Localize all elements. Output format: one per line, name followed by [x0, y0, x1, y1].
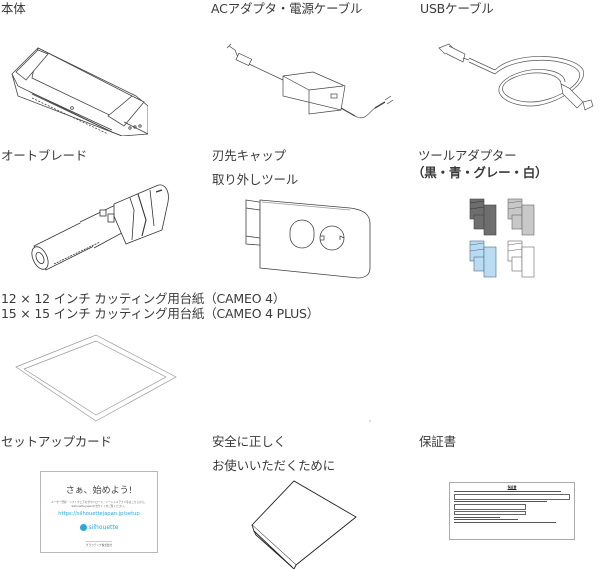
auto-blade-illustration [30, 180, 170, 272]
usb-cable-illustration [435, 40, 595, 120]
silhouette-logo: silhouette [41, 524, 157, 531]
setup-card-title: さぁ、始めよう! [65, 486, 133, 496]
item-label-setup-card: セットアップカード [1, 434, 112, 449]
warranty-title: 保証書 [507, 485, 517, 489]
item-label-ac-adapter: ACアダプタ・電源ケーブル [211, 1, 363, 16]
item-label-tool-adapter-line2: （黒・青・グレー・白） [412, 165, 548, 180]
warranty-text-line [454, 490, 561, 492]
setup-card-description: ユーザー登録・ソフトウェアのダウンロード、ソーシャルアプリ等はこちらから。Sil… [51, 501, 147, 508]
item-label-warranty: 保証書 [419, 434, 456, 449]
warranty-document-illustration: 保証書 [449, 482, 575, 540]
tool-adapters-illustration [468, 197, 548, 279]
setup-card-company: グラフテック株式会社 [86, 541, 112, 547]
item-label-usb-cable: USBケーブル [420, 1, 494, 16]
adapter-blue [469, 240, 497, 278]
warranty-text-line [454, 519, 518, 520]
item-label-main-unit: 本体 [1, 1, 26, 16]
adapter-white [507, 240, 535, 278]
warranty-field-box [454, 503, 526, 510]
warranty-field-box [454, 511, 526, 515]
silhouette-logo-icon [79, 524, 87, 531]
cutting-mat-illustration [14, 333, 179, 423]
item-label-auto-blade: オートブレード [1, 148, 88, 163]
ac-adapter-illustration [225, 42, 395, 122]
adapter-black [469, 198, 497, 236]
warranty-text-line [454, 521, 557, 523]
warranty-text-line [454, 516, 501, 518]
safety-booklet-illustration [250, 479, 360, 569]
setup-card-url: https://silhouettejapan.jp/setup [58, 511, 140, 517]
item-label-blade-cap-tool-line1: 刃先キャップ [212, 148, 286, 163]
warranty-field-box [454, 493, 570, 500]
item-label-safety-guide-line2: お使いいただくために [212, 458, 336, 473]
item-label-tool-adapter-line1: ツールアダプター [418, 148, 517, 163]
silhouette-logo-text: silhouette [88, 524, 119, 531]
adapter-gray [507, 198, 535, 236]
setup-card-illustration: さぁ、始めよう! ユーザー登録・ソフトウェアのダウンロード、ソーシャルアプリ等は… [40, 471, 158, 553]
item-label-safety-guide-line1: 安全に正しく [212, 434, 286, 449]
item-label-cutting-mat-line2: 15 × 15 インチ カッティング用台紙（CAMEO 4 PLUS） [1, 306, 320, 321]
blade-cap-removal-tool-illustration [242, 198, 377, 280]
warranty-text-line [454, 501, 547, 502]
cutting-machine-illustration [8, 24, 148, 136]
item-label-blade-cap-tool-line2: 取り外しツール [212, 172, 299, 187]
item-label-cutting-mat-line1: 12 × 12 インチ カッティング用台紙（CAMEO 4） [1, 291, 286, 306]
stray-dot [369, 420, 371, 422]
